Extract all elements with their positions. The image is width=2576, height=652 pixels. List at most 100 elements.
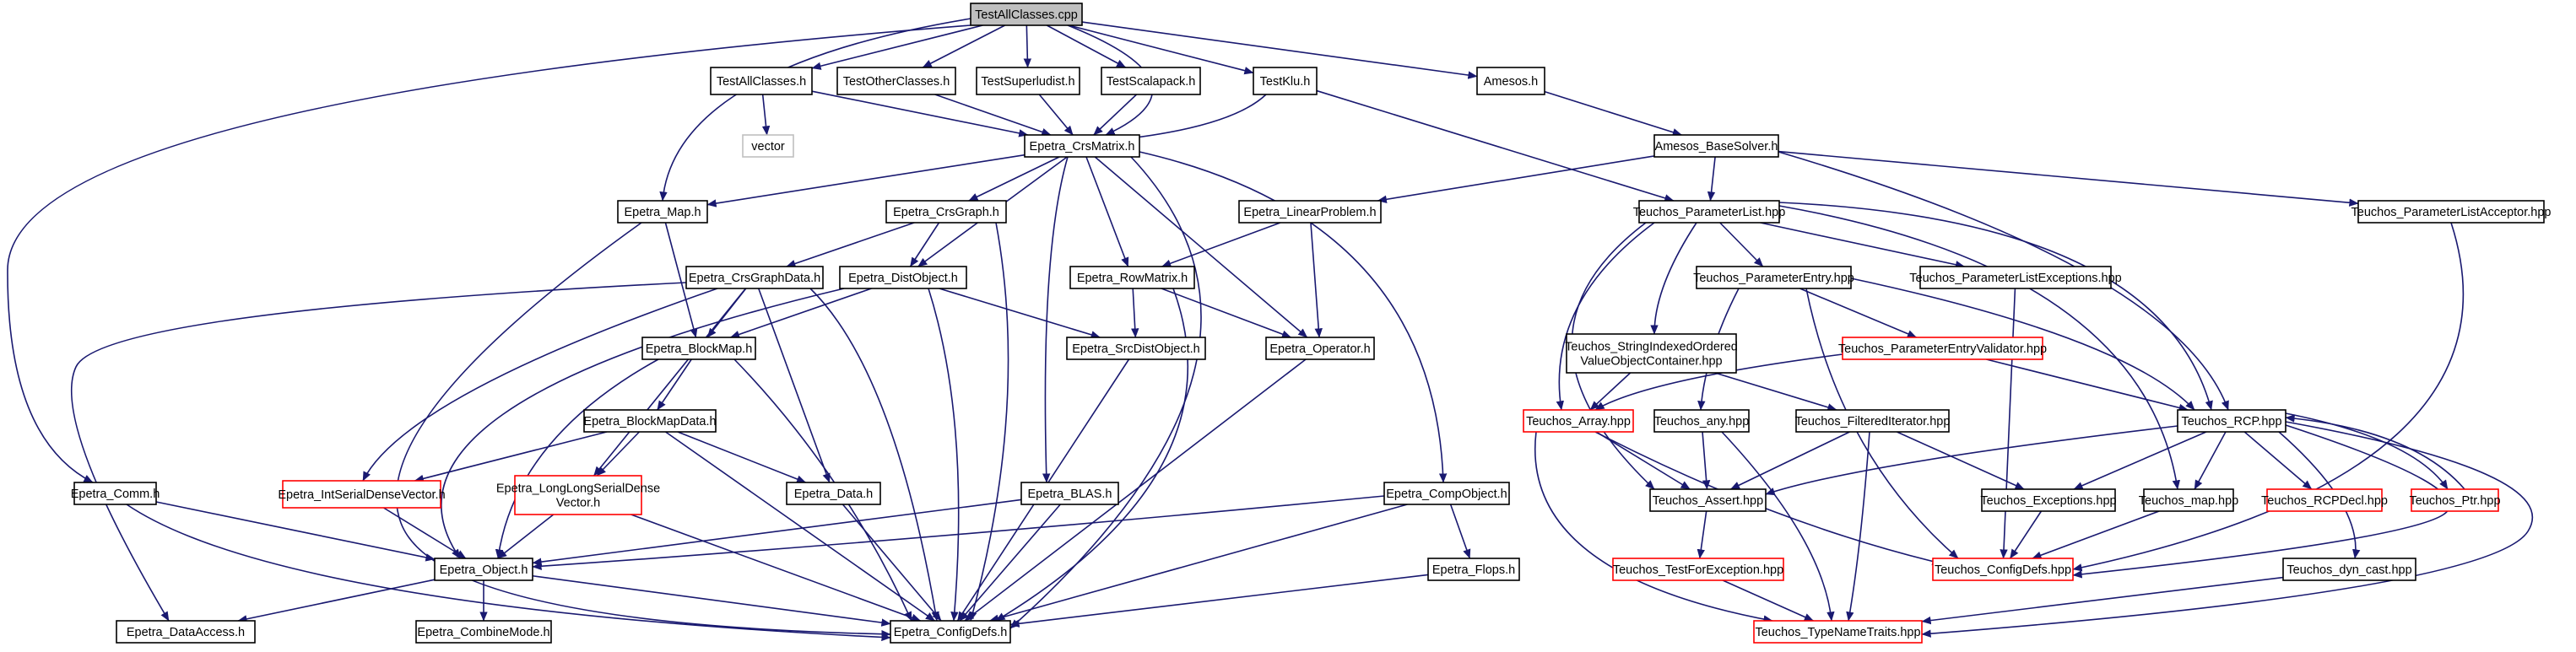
node-box[interactable] [1265,337,1375,360]
node-epetra-data-h[interactable]: Epetra_Data.h [786,482,881,505]
node-box[interactable] [976,67,1080,95]
node-teuchos-parameterlistacceptor-hpp[interactable]: Teuchos_ParameterListAcceptor.hpp [2351,200,2552,224]
node-epetra-combinemode-h[interactable]: Epetra_CombineMode.h [415,620,552,644]
node-box[interactable] [1066,337,1206,360]
node-teuchos-parameterlistexceptions-hpp[interactable]: Teuchos_ParameterListExceptions.hpp [1909,266,2122,289]
node-box[interactable] [890,620,1011,644]
node-box[interactable] [583,409,717,433]
node-teuchos-array-hpp[interactable]: Teuchos_Array.hpp [1523,409,1634,433]
node-box[interactable] [2282,558,2416,581]
node-box[interactable] [685,266,824,289]
node-testsuperludist-h[interactable]: TestSuperludist.h [976,67,1080,95]
node-box[interactable] [2143,488,2234,512]
node-epetra-operator-h[interactable]: Epetra_Operator.h [1265,337,1375,360]
node-teuchos-parameterentry-hpp[interactable]: Teuchos_ParameterEntry.hpp [1693,266,1854,289]
node-testotherclasses-h[interactable]: TestOtherClasses.h [836,67,956,95]
node-box[interactable] [742,134,794,158]
node-testallclasses-h[interactable]: TestAllClasses.h [710,67,813,95]
node-box[interactable] [1427,558,1520,581]
node-epetra-blas-h[interactable]: Epetra_BLAS.h [1020,482,1119,505]
node-epetra-linearproblem-h[interactable]: Epetra_LinearProblem.h [1238,200,1382,224]
node-epetra-dataaccess-h[interactable]: Epetra_DataAccess.h [116,620,256,644]
node-box[interactable] [836,67,956,95]
node-epetra-object-h[interactable]: Epetra_Object.h [434,558,533,581]
node-box[interactable] [970,3,1083,26]
node-vector[interactable]: vector [742,134,794,158]
node-box[interactable] [710,67,813,95]
node-box[interactable] [2177,409,2286,433]
node-teuchos-exceptions-hpp[interactable]: Teuchos_Exceptions.hpp [1980,488,2117,512]
node-epetra-map-h[interactable]: Epetra_Map.h [617,200,708,224]
node-teuchos-typenametraits-hpp[interactable]: Teuchos_TypeNameTraits.hpp [1753,620,1923,644]
node-box[interactable] [1101,67,1201,95]
node-teuchos-map-hpp[interactable]: Teuchos_map.hpp [2139,488,2239,512]
node-box[interactable] [617,200,708,224]
node-epetra-distobject-h[interactable]: Epetra_DistObject.h [839,266,967,289]
node-box[interactable] [1253,67,1318,95]
node-epetra-intserialdensevector-h[interactable]: Epetra_IntSerialDenseVector.h [278,480,446,509]
node-box[interactable] [434,558,533,581]
node-testklu-h[interactable]: TestKlu.h [1253,67,1318,95]
node-box[interactable] [641,337,756,360]
node-box[interactable] [885,200,1007,224]
node-epetra-crsmatrix-h[interactable]: Epetra_CrsMatrix.h [1024,134,1140,158]
node-box[interactable] [1932,558,2074,581]
node-box[interactable] [1024,134,1140,158]
node-box[interactable] [1653,409,1750,433]
node-teuchos-parameterlist-hpp[interactable]: Teuchos_ParameterList.hpp [1633,200,1786,224]
node-teuchos-assert-hpp[interactable]: Teuchos_Assert.hpp [1649,488,1767,512]
node-epetra-flops-h[interactable]: Epetra_Flops.h [1427,558,1520,581]
node-teuchos-ptr-hpp[interactable]: Teuchos_Ptr.hpp [2409,488,2501,512]
node-box[interactable] [1795,409,1950,433]
node-box[interactable] [1383,482,1510,505]
node-box[interactable] [415,620,552,644]
node-epetra-blockmap-h[interactable]: Epetra_BlockMap.h [641,337,756,360]
node-epetra-srcdistobject-h[interactable]: Epetra_SrcDistObject.h [1066,337,1206,360]
node-box[interactable] [116,620,256,644]
node-epetra-rowmatrix-h[interactable]: Epetra_RowMatrix.h [1069,266,1195,289]
node-box[interactable] [2357,200,2545,224]
node-box[interactable] [1653,134,1779,158]
node-box[interactable] [1020,482,1119,505]
node-box[interactable] [1649,488,1767,512]
node-epetra-crsgraph-h[interactable]: Epetra_CrsGraph.h [885,200,1007,224]
node-teuchos-filterediterator-hpp[interactable]: Teuchos_FilteredIterator.hpp [1795,409,1951,433]
node-box[interactable] [1476,67,1545,95]
node-teuchos-rcp-hpp[interactable]: Teuchos_RCP.hpp [2177,409,2286,433]
node-box[interactable] [1523,409,1634,433]
node-testscalapack-h[interactable]: TestScalapack.h [1101,67,1201,95]
node-teuchos-stringindexed-hpp[interactable]: Teuchos_StringIndexedOrderedValueObjectC… [1565,333,1738,374]
node-amesos-basesolver-h[interactable]: Amesos_BaseSolver.h [1653,134,1779,158]
node-epetra-configdefs-h[interactable]: Epetra_ConfigDefs.h [890,620,1011,644]
node-box[interactable] [786,482,881,505]
node-box[interactable] [1069,266,1195,289]
node-box[interactable] [1842,337,2043,360]
node-box[interactable] [2411,488,2499,512]
node-box[interactable] [1238,200,1382,224]
node-epetra-comm-h[interactable]: Epetra_Comm.h [71,482,160,505]
node-epetra-blockmapdata-h[interactable]: Epetra_BlockMapData.h [583,409,717,433]
node-epetra-compobject-h[interactable]: Epetra_CompObject.h [1383,482,1510,505]
node-amesos-h[interactable]: Amesos.h [1476,67,1545,95]
node-box[interactable] [1919,266,2112,289]
node-testallclasses-cpp[interactable]: TestAllClasses.cpp [970,3,1083,26]
node-teuchos-any-hpp[interactable]: Teuchos_any.hpp [1653,409,1750,433]
node-box[interactable] [1696,266,1852,289]
node-box[interactable] [73,482,157,505]
node-teuchos-dyn-cast-hpp[interactable]: Teuchos_dyn_cast.hpp [2282,558,2416,581]
node-box[interactable] [839,266,967,289]
node-teuchos-testforexception-hpp[interactable]: Teuchos_TestForException.hpp [1612,558,1784,581]
node-box[interactable] [1981,488,2116,512]
node-box[interactable] [1612,558,1784,581]
node-box[interactable] [1753,620,1923,644]
node-epetra-crsgraphdata-h[interactable]: Epetra_CrsGraphData.h [685,266,824,289]
node-teuchos-configdefs-hpp[interactable]: Teuchos_ConfigDefs.hpp [1932,558,2074,581]
node-box[interactable] [514,475,642,515]
node-teuchos-rcpdecl-hpp[interactable]: Teuchos_RCPDecl.hpp [2261,488,2388,512]
node-teuchos-parameterentryvalidator-hpp[interactable]: Teuchos_ParameterEntryValidator.hpp [1838,337,2047,360]
node-box[interactable] [1638,200,1780,224]
node-box[interactable] [2266,488,2383,512]
node-box[interactable] [1566,333,1737,374]
node-box[interactable] [282,480,441,509]
